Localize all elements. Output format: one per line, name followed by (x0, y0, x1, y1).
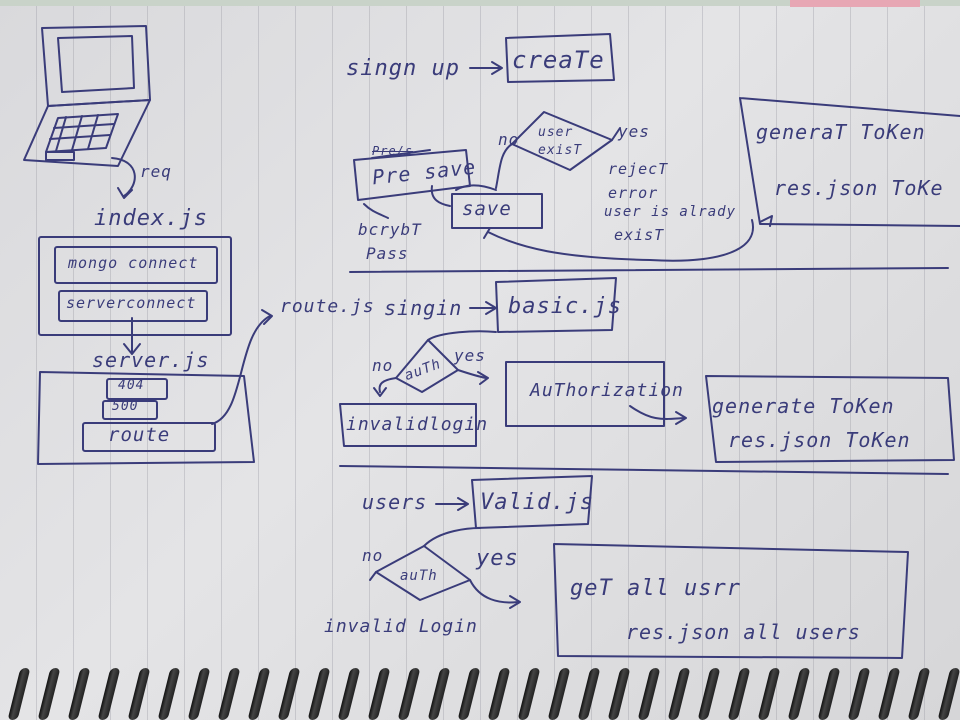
authorization-label: AuThorization (530, 380, 684, 401)
signin-yes-label: yes (454, 346, 486, 365)
signup-token-line-1: generaT ToKen (756, 120, 926, 144)
reject-line-1: rejecT (608, 160, 669, 178)
spiral-ring (877, 668, 901, 720)
spiral-ring (907, 668, 931, 720)
signin-token-line-1: generate ToKen (712, 394, 895, 418)
spiral-ring (937, 668, 960, 720)
spiral-ring (127, 668, 151, 720)
spiral-ring (397, 668, 421, 720)
signin-label: singin (384, 296, 463, 320)
reject-line-4: exisT (614, 226, 665, 244)
users-invalid-label: invalid Login (324, 616, 478, 637)
pass-label: Pass (366, 244, 409, 263)
index-box (38, 236, 232, 336)
save-label: save (462, 198, 512, 220)
spiral-ring (157, 668, 181, 720)
signup-label: singn up (346, 56, 460, 81)
spiral-ring (337, 668, 361, 720)
spiral-ring (847, 668, 871, 720)
spiral-ring (637, 668, 661, 720)
mongo-label: mongo connect (68, 254, 199, 272)
spiral-binding (0, 662, 960, 720)
spiral-ring (787, 668, 811, 720)
spiral-ring (667, 668, 691, 720)
spiral-ring (757, 668, 781, 720)
spiral-ring (427, 668, 451, 720)
spiral-ring (697, 668, 721, 720)
spiral-ring (7, 668, 31, 720)
signin-invalid-label: invalidlogin (346, 414, 489, 435)
spiral-ring (277, 668, 301, 720)
valid-js-label: Valid.js (480, 490, 594, 515)
user-exist-decision: user exisT (538, 125, 583, 158)
route-label: route (108, 424, 171, 446)
spiral-ring (517, 668, 541, 720)
reject-line-2: error (608, 184, 659, 202)
users-yes-label: yes (476, 546, 519, 571)
signin-no-label: no (372, 356, 394, 375)
bcrypt-label: bcrybT (358, 220, 422, 239)
spiral-ring (547, 668, 571, 720)
server-js-label: server.js (92, 348, 210, 372)
spiral-ring (97, 668, 121, 720)
spiral-ring (247, 668, 271, 720)
route-box (82, 422, 216, 452)
create-label: creaTe (512, 46, 605, 74)
basic-js-label: basic.js (508, 294, 622, 319)
spiral-ring (487, 668, 511, 720)
users-result-line-2: res.json all users (626, 620, 861, 644)
laptop-icon (23, 25, 151, 167)
e404-box (106, 378, 168, 400)
spiral-ring (37, 668, 61, 720)
users-label: users (362, 490, 428, 514)
spiral-ring (727, 668, 751, 720)
users-auth-decision: auTh (400, 568, 438, 584)
spiral-ring (367, 668, 391, 720)
serverconnect-box (58, 290, 208, 322)
spiral-ring (217, 668, 241, 720)
req-label: req (140, 162, 172, 181)
e500-box (102, 400, 158, 420)
reject-line-3: user is alrady (604, 204, 737, 220)
e500-label: 500 (112, 399, 139, 414)
signup-token-line-2: res.json ToKe (774, 176, 944, 200)
signup-no-label: no (498, 130, 520, 149)
users-no-label: no (362, 546, 384, 565)
route-js-label: route.js (280, 296, 375, 317)
spiral-ring (307, 668, 331, 720)
spiral-ring (67, 668, 91, 720)
spiral-ring (187, 668, 211, 720)
spiral-ring (457, 668, 481, 720)
pre-save-struck: Pre/s (372, 144, 414, 158)
signup-yes-label: yes (618, 122, 650, 141)
pink-tab (790, 0, 920, 7)
paper-edge (0, 0, 960, 7)
serverconnect-label: serverconnect (66, 294, 197, 312)
index-js-label: index.js (94, 206, 208, 231)
spiral-ring (607, 668, 631, 720)
mongo-box (54, 246, 218, 284)
spiral-ring (817, 668, 841, 720)
e404-label: 404 (118, 378, 145, 393)
users-result-line-1: geT all usrr (570, 576, 741, 601)
spiral-ring (577, 668, 601, 720)
signin-token-line-2: res.json ToKen (728, 428, 911, 452)
